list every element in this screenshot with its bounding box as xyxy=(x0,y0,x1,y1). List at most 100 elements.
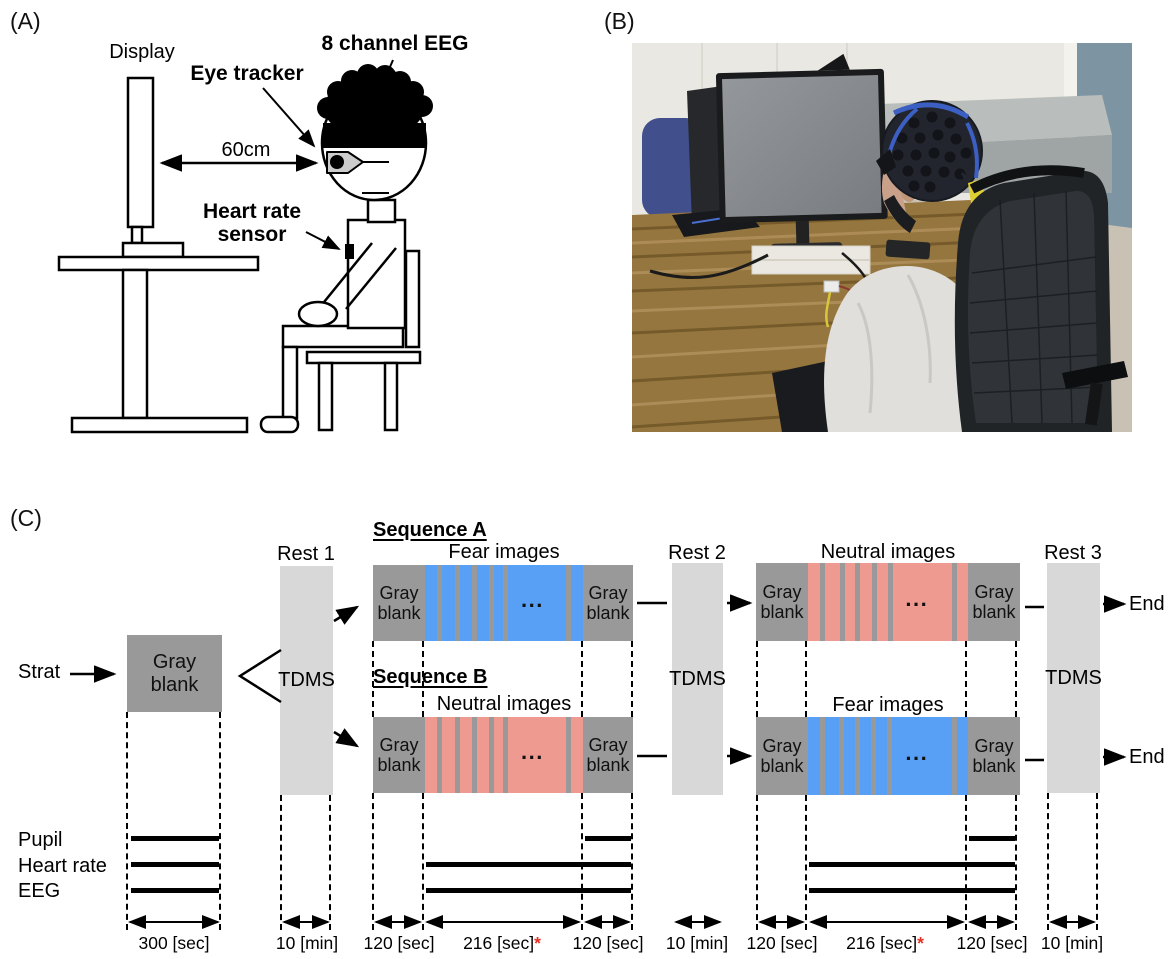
pupil-recording-bar xyxy=(969,836,1015,841)
rest-3-label: Rest 3 xyxy=(1044,542,1102,564)
panel-b-tag: (B) xyxy=(604,8,635,34)
hand xyxy=(297,300,339,328)
foot xyxy=(259,415,300,434)
sequence-a-title: Sequence A xyxy=(373,519,487,541)
heart-rate-recording-bar xyxy=(426,862,631,867)
fear-images-strip: ... xyxy=(425,565,583,641)
duration-10min: 10 [min] xyxy=(275,933,339,953)
duration-10min: 10 [min] xyxy=(1040,933,1104,953)
tdms-2-column: TDMS xyxy=(669,563,726,795)
dashed-guide xyxy=(805,795,807,930)
dashed-guide xyxy=(422,793,424,930)
duration-120sec: 120 [sec] xyxy=(363,933,435,953)
tdms-3-column: TDMS xyxy=(1045,563,1102,793)
armrest xyxy=(1062,361,1128,389)
setup-photo xyxy=(632,43,1132,432)
glasses xyxy=(876,149,896,175)
heart-rate-sensor xyxy=(345,244,354,259)
fear-images-strip: ... xyxy=(808,717,968,795)
dashed-guide xyxy=(581,641,583,717)
chair xyxy=(281,249,422,432)
fear-images-label: Fear images xyxy=(448,541,560,563)
pupil-recording-bar xyxy=(585,836,631,841)
branch-lines xyxy=(237,648,282,704)
dashed-guide xyxy=(1047,793,1049,930)
dashed-guide xyxy=(372,793,374,930)
pupil-recording-bar xyxy=(131,836,219,841)
display-monitor xyxy=(121,76,185,259)
signal-label-eeg: EEG xyxy=(18,880,61,902)
eeg-recording-bar xyxy=(809,888,1015,893)
to-sequence-a-arrow xyxy=(333,605,360,625)
dashed-guide xyxy=(631,793,633,930)
cable xyxy=(649,253,769,280)
to-sequence-b-arrow xyxy=(333,728,360,748)
monitor xyxy=(715,53,888,253)
footnote-star: * xyxy=(917,933,924,953)
table xyxy=(57,255,260,434)
dashed-guide xyxy=(219,712,221,930)
panel-a-tag: (A) xyxy=(10,8,41,34)
cap-strap xyxy=(892,102,970,120)
dashed-guide xyxy=(329,795,331,930)
blue-chair xyxy=(642,118,704,218)
signal-label-pupil: Pupil xyxy=(18,829,63,851)
eye-tracker-device xyxy=(326,151,389,174)
dashed-guide xyxy=(372,641,374,717)
ellipsis: ... xyxy=(521,738,544,764)
dashed-guide xyxy=(1096,793,1098,930)
ellipsis: ... xyxy=(521,586,544,612)
dashed-guide xyxy=(805,641,807,717)
sequence-b-title: Sequence B xyxy=(373,666,488,688)
webcam xyxy=(817,53,850,71)
chair-top-bar xyxy=(969,165,1085,194)
dashed-guide xyxy=(280,795,282,930)
eeg-arrow xyxy=(382,59,396,85)
tdms-1-column: TDMS xyxy=(278,566,335,795)
duration-300sec: 300 [sec] xyxy=(138,933,210,953)
eye-tracker-arrow xyxy=(262,87,316,148)
neutral-images-strip: ... xyxy=(425,717,583,793)
setup-schematic: Display Eye tracker 8 channel EEG 60cm H… xyxy=(57,32,469,434)
distance-label: 60cm xyxy=(222,139,271,161)
eeg-label: 8 channel EEG xyxy=(321,32,468,55)
hoodie xyxy=(824,266,984,432)
arm xyxy=(319,242,373,308)
heart-rate-recording-bar xyxy=(809,862,1015,867)
heart-sensor-label-2: sensor xyxy=(218,223,287,246)
rest-2-label: Rest 2 xyxy=(668,542,726,564)
duration-216sec: 216 [sec]* xyxy=(846,933,924,953)
start-label: Strat xyxy=(18,661,61,683)
ellipsis: ... xyxy=(905,739,929,765)
eeg-electrodes xyxy=(892,111,972,193)
neck xyxy=(366,198,397,224)
end-label: End xyxy=(1129,746,1165,768)
signal-label-heart-rate: Heart rate xyxy=(18,855,107,877)
ellipsis: ... xyxy=(905,585,929,611)
end-label: End xyxy=(1129,593,1165,615)
black-device xyxy=(885,239,931,260)
mesh-chair xyxy=(954,165,1128,432)
eeg-recording-bar xyxy=(426,888,631,893)
neutral-images-label: Neutral images xyxy=(820,541,956,563)
heart-sensor-arrow xyxy=(305,231,341,250)
dashed-guide xyxy=(756,795,758,930)
chin-strap xyxy=(884,195,916,233)
heart-rate-recording-bar xyxy=(131,862,219,867)
arm xyxy=(345,247,397,310)
heart-sensor-label-1: Heart rate xyxy=(203,200,301,223)
duration-120sec: 120 [sec] xyxy=(956,933,1028,953)
neutral-images-strip: ... xyxy=(808,563,968,641)
duration-216sec: 216 [sec]* xyxy=(463,933,541,953)
